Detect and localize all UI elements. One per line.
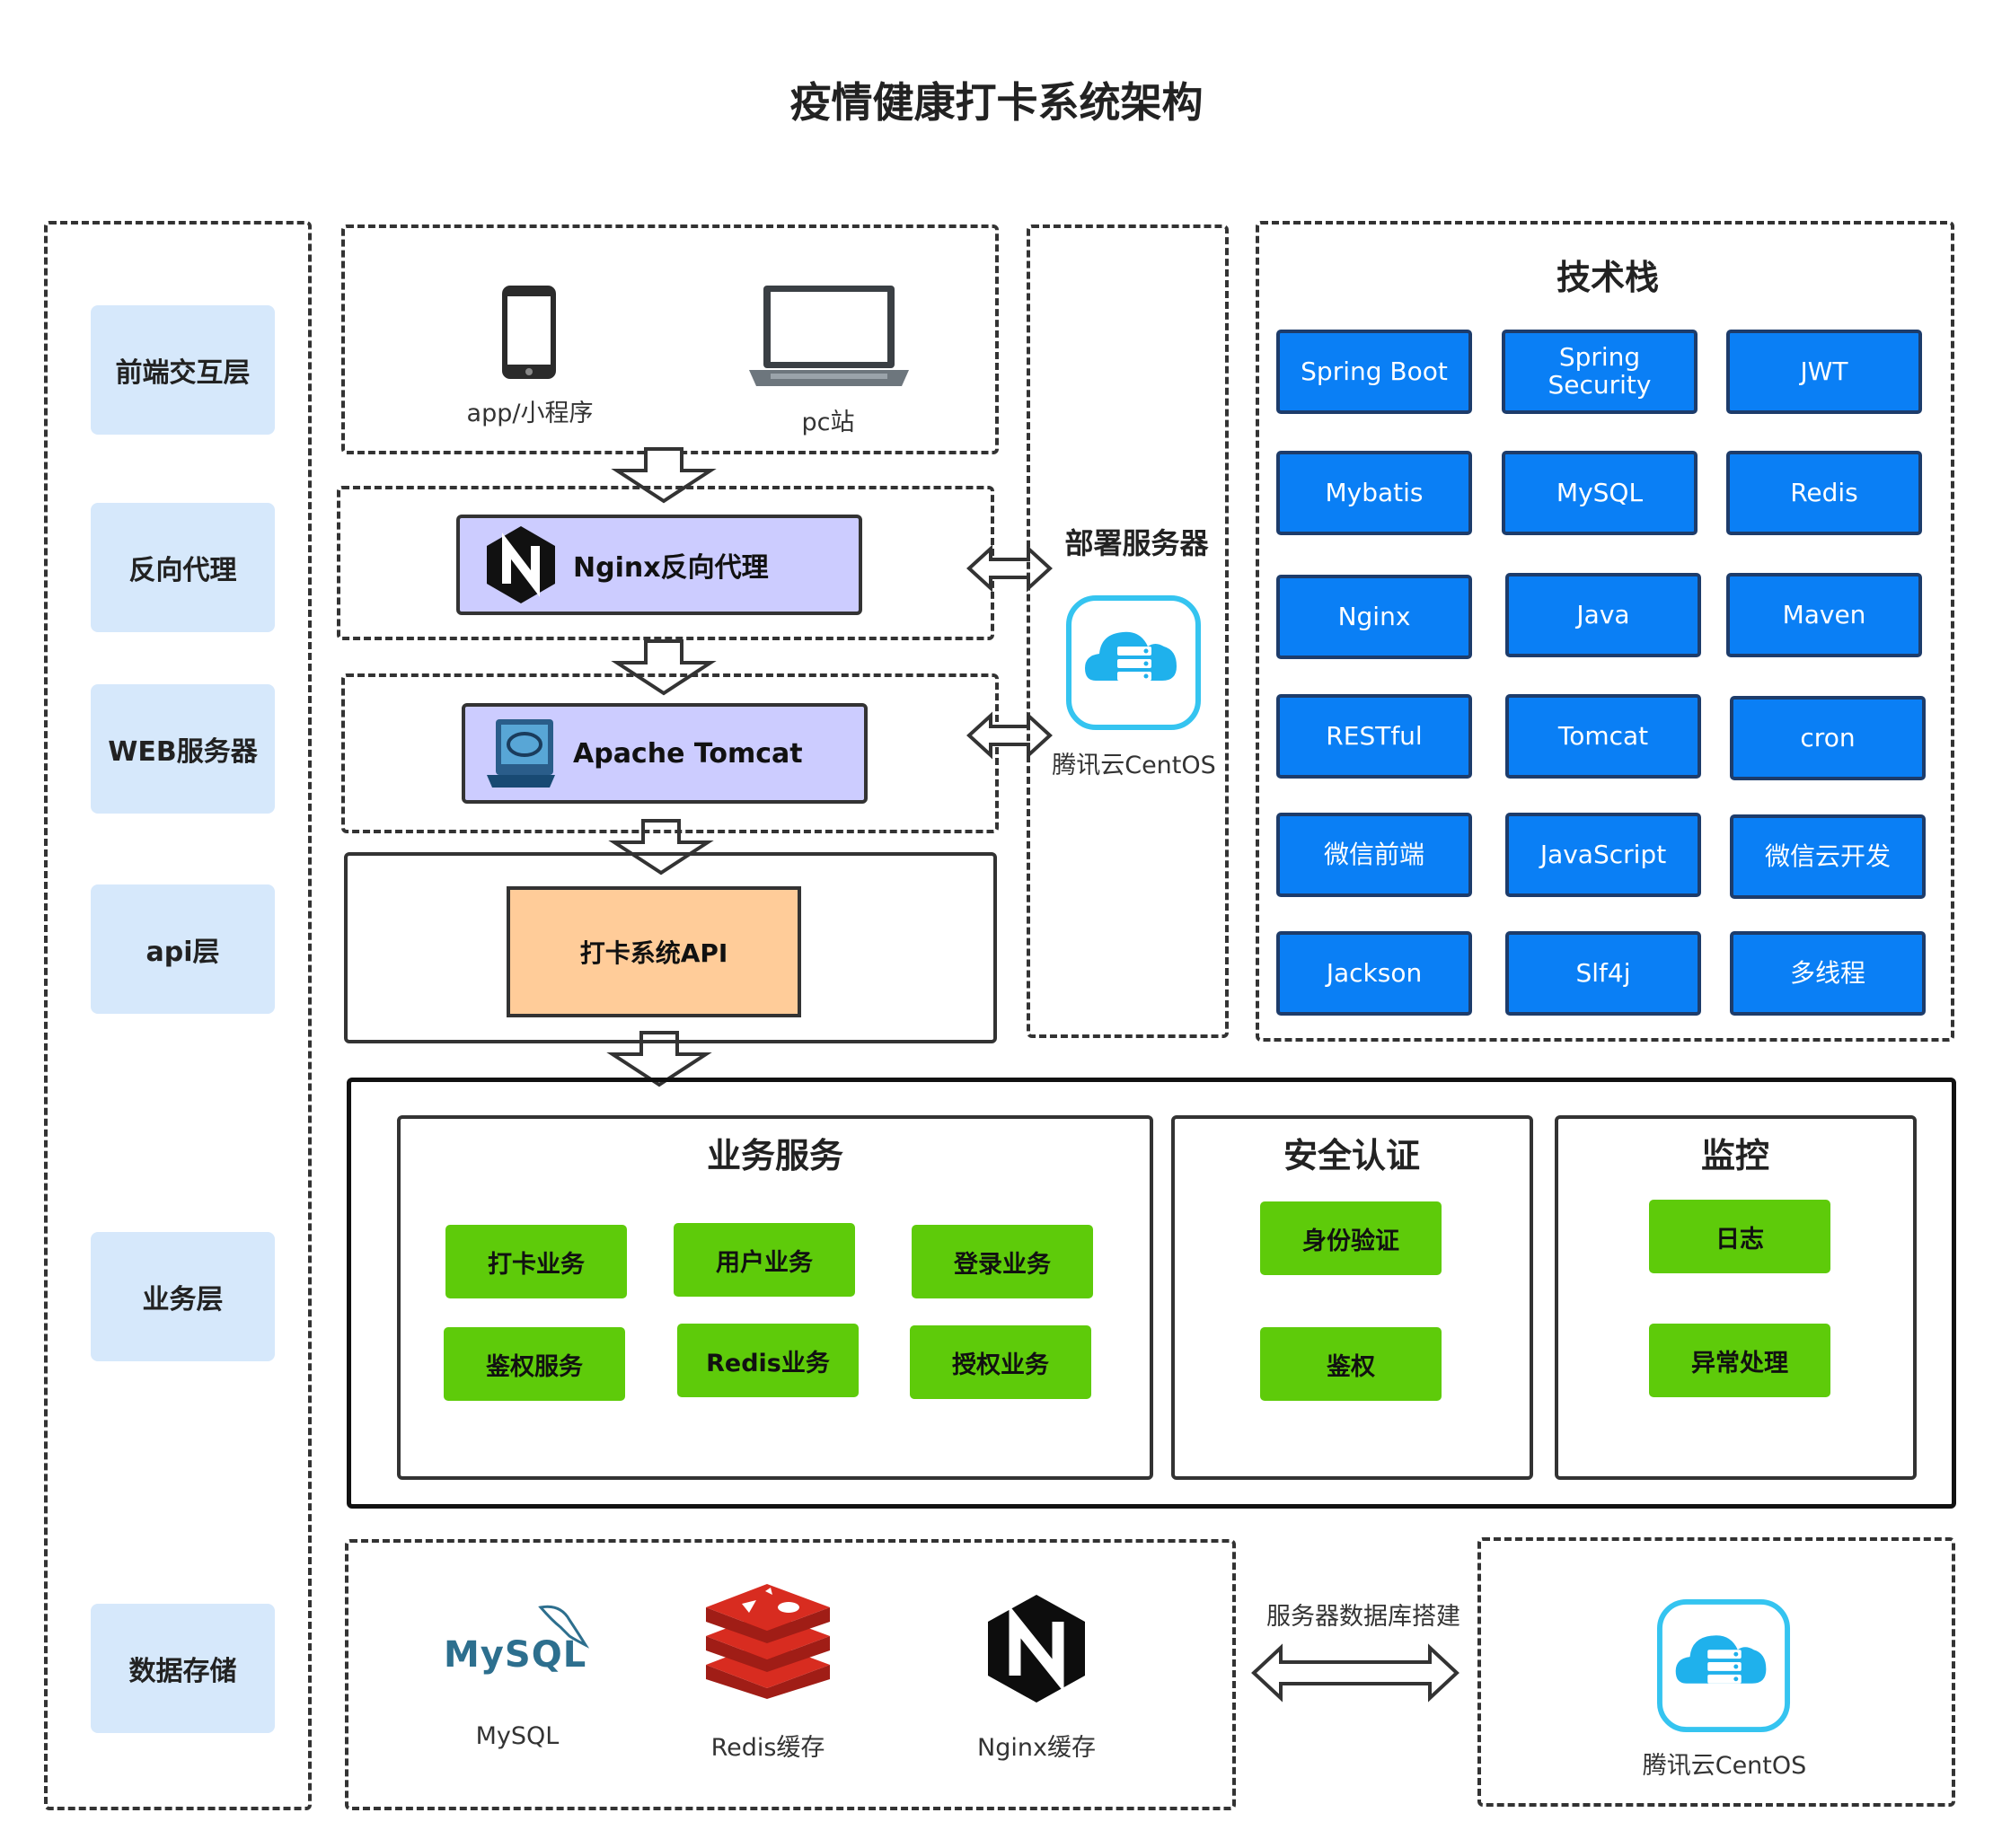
api-box: [344, 852, 997, 1043]
cloud-server-icon: [1656, 1598, 1791, 1733]
tech-nginx: Nginx: [1276, 575, 1472, 659]
tech-java: Java: [1505, 573, 1701, 657]
tech-wechat-cloud: 微信云开发: [1730, 814, 1926, 899]
cloud-server-icon: [1066, 595, 1201, 730]
redis-label: Redis缓存: [710, 1734, 825, 1762]
security-box: [1171, 1115, 1533, 1480]
api-node: 打卡系统API: [507, 886, 801, 1017]
arrow-down-icon: [606, 1031, 712, 1087]
nginx-cache-icon: [988, 1595, 1085, 1703]
double-arrow-icon: [1251, 1643, 1459, 1703]
tech-redis: Redis: [1726, 451, 1922, 535]
tech-cron: cron: [1730, 696, 1926, 780]
web-box: [341, 673, 999, 833]
layer-frontend: 前端交互层: [91, 305, 275, 435]
nginx-icon: [487, 526, 555, 603]
business-layer-box: [347, 1078, 1956, 1509]
layer-column: [44, 221, 312, 1810]
phone-icon: [502, 286, 556, 379]
tech-slf4j: Slf4j: [1505, 931, 1701, 1016]
tech-javascript: JavaScript: [1505, 813, 1701, 897]
dolphin-icon: [538, 1605, 590, 1649]
layer-web: WEB服务器: [91, 684, 275, 814]
monitor-title: 监控: [1700, 1136, 1769, 1175]
storage-server-label: 腾讯云CentOS: [1642, 1752, 1807, 1780]
storage-server-box: [1477, 1537, 1955, 1807]
business-item-redis: Redis业务: [677, 1324, 859, 1397]
monitor-item-exception: 异常处理: [1649, 1324, 1830, 1397]
tech-mybatis: Mybatis: [1276, 451, 1472, 535]
tech-stack-title: 技术栈: [1556, 258, 1659, 297]
monitor-item-log: 日志: [1649, 1200, 1830, 1273]
deploy-server-label: 腾讯云CentOS: [1052, 752, 1216, 779]
tech-jackson: Jackson: [1276, 931, 1472, 1016]
business-services-title: 业务服务: [706, 1136, 843, 1175]
tech-spring-boot: Spring Boot: [1276, 330, 1472, 414]
business-item-auth-service: 鉴权服务: [444, 1327, 625, 1401]
layer-storage: 数据存储: [91, 1604, 275, 1733]
tomcat-label: Apache Tomcat: [573, 737, 803, 770]
security-title: 安全认证: [1283, 1136, 1420, 1175]
nginx-proxy-label: Nginx反向代理: [573, 552, 769, 584]
tech-maven: Maven: [1726, 573, 1922, 657]
tomcat-node: Apache Tomcat: [462, 703, 868, 804]
layer-api: api层: [91, 884, 275, 1014]
deploy-title: 部署服务器: [1064, 526, 1209, 560]
security-item-auth: 鉴权: [1260, 1327, 1442, 1401]
business-item-user: 用户业务: [674, 1223, 855, 1297]
security-item-identity: 身份验证: [1260, 1201, 1442, 1275]
tech-tomcat: Tomcat: [1505, 694, 1701, 779]
redis-icon: [706, 1584, 830, 1699]
business-item-login: 登录业务: [912, 1225, 1093, 1298]
tomcat-server-icon: [487, 719, 555, 788]
layer-business: 业务层: [91, 1232, 275, 1361]
laptop-icon: [749, 286, 909, 386]
nginx-cache-label: Nginx缓存: [977, 1734, 1096, 1762]
db-setup-label: 服务器数据库搭建: [1266, 1603, 1460, 1631]
diagram-title: 疫情健康打卡系统架构: [789, 78, 1204, 127]
tech-jwt: JWT: [1726, 330, 1922, 414]
app-label: app/小程序: [466, 400, 594, 427]
tech-restful: RESTful: [1276, 694, 1472, 779]
storage-box: [345, 1539, 1236, 1810]
mysql-logo: MySQL: [444, 1600, 596, 1690]
nginx-proxy-node: Nginx反向代理: [456, 515, 862, 615]
business-item-checkin: 打卡业务: [445, 1225, 627, 1298]
business-services-box: [397, 1115, 1153, 1480]
business-item-authorization: 授权业务: [910, 1325, 1091, 1399]
tech-stack-box: [1256, 221, 1954, 1042]
pc-label: pc站: [801, 409, 855, 436]
tech-mysql: MySQL: [1502, 451, 1698, 535]
deploy-box: [1027, 224, 1229, 1038]
tech-wechat-frontend: 微信前端: [1276, 813, 1472, 897]
mysql-label: MySQL: [475, 1722, 560, 1750]
mysql-logo-text: MySQL: [444, 1634, 587, 1676]
arrow-down-icon: [608, 819, 714, 876]
tech-multithreading: 多线程: [1730, 931, 1926, 1016]
layer-proxy: 反向代理: [91, 503, 275, 632]
tech-spring-security: Spring Security: [1502, 330, 1698, 414]
monitor-box: [1555, 1115, 1917, 1480]
arrow-down-icon: [611, 639, 717, 696]
